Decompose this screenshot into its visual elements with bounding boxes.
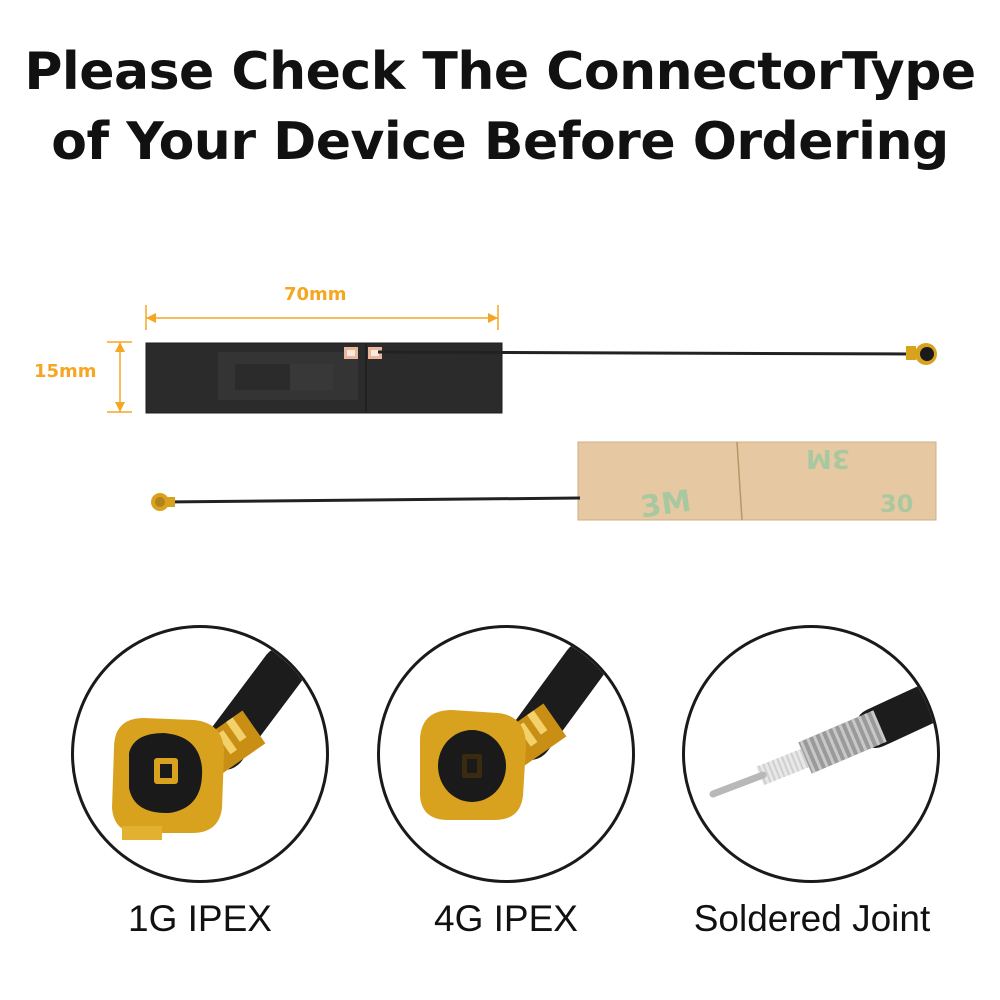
svg-text:3M: 3M: [638, 484, 693, 526]
connector-circle-soldered: [682, 625, 940, 883]
caption-4g-ipex: 4G IPEX: [434, 898, 578, 939]
width-dimension-line: [145, 305, 499, 330]
ipex-1g-connector-icon: [112, 646, 306, 840]
caption-soldered-joint: Soldered Joint: [693, 898, 931, 939]
connector-circle-1g: [71, 625, 329, 883]
soldered-joint-icon: [709, 678, 937, 798]
width-dimension-label: 70mm: [284, 284, 347, 305]
antenna-product-illustration: 3M 3M 30: [107, 305, 937, 526]
svg-text:30: 30: [880, 490, 913, 518]
headline-line-2: of Your Device Before Ordering: [51, 112, 949, 172]
ipex-4g-connector-icon: [420, 641, 607, 820]
height-dimension-line: [107, 341, 132, 413]
height-dimension-label: 15mm: [34, 361, 97, 382]
antenna-back-view: 3M 3M 30: [151, 441, 937, 526]
antenna-front-view: [145, 342, 937, 414]
svg-text:3M: 3M: [806, 443, 850, 473]
caption-1g-ipex: 1G IPEX: [128, 898, 272, 939]
connector-circle-4g: [377, 625, 635, 883]
headline-line-1: Please Check The ConnectorType: [24, 42, 976, 102]
